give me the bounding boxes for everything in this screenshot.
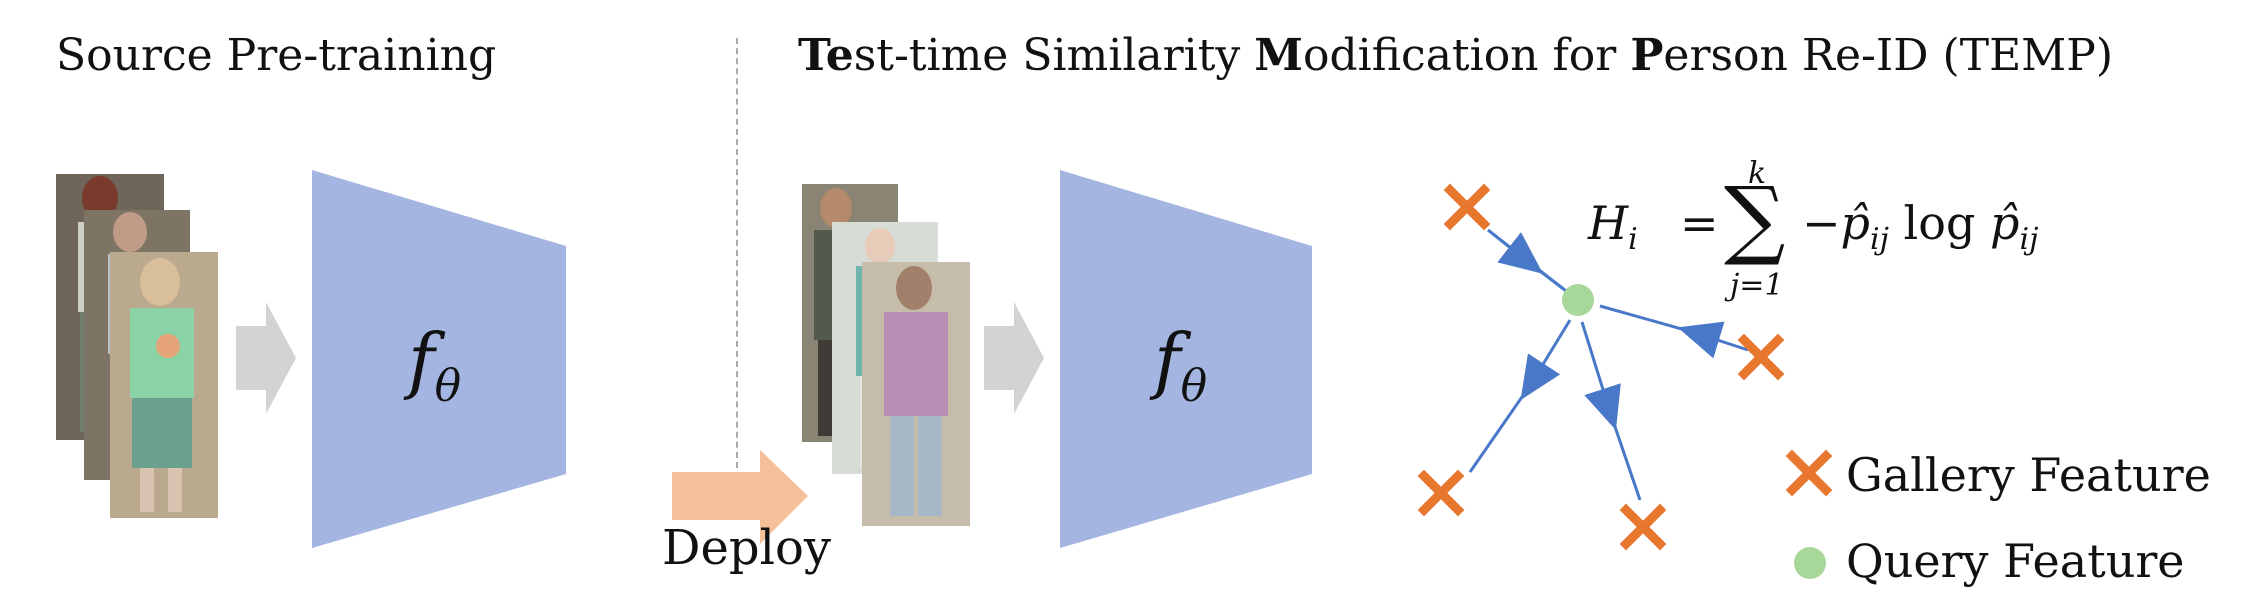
legend-query-icon <box>1794 547 1826 579</box>
temp-title-part: M <box>1254 30 1303 81</box>
gallery-feature-nodes <box>1417 183 1785 551</box>
source-model-label: fθ <box>408 318 462 412</box>
temp-title-part: P <box>1630 30 1664 81</box>
temp-title-part: st-time Similarity <box>853 30 1255 81</box>
similarity-edges <box>1468 228 1749 501</box>
gallery-x-1 <box>1443 183 1491 231</box>
target-model-label: fθ <box>1154 318 1208 412</box>
gallery-x-3 <box>1417 469 1465 517</box>
person-image-3 <box>110 252 218 518</box>
panel-divider <box>736 38 738 468</box>
target-person-image-3 <box>862 262 970 526</box>
legend-gallery-label: Gallery Feature <box>1846 448 2211 502</box>
edge-from-gallery-2 <box>1599 304 1749 359</box>
edge-to-gallery-4 <box>1580 321 1642 501</box>
gallery-x-2 <box>1737 333 1785 381</box>
target-model <box>1060 170 1312 548</box>
entropy-formula: Hi = k ∑ j=1 −p̂ij log p̂ij <box>1588 156 2039 303</box>
temp-title-part: Te <box>798 30 854 81</box>
sum-upper: k <box>1748 156 1767 191</box>
legend-query-label: Query Feature <box>1846 534 2185 588</box>
legend-gallery-icon <box>1785 449 1833 497</box>
edge-to-gallery-3 <box>1468 319 1572 473</box>
source-image-stack <box>56 174 218 518</box>
sum-lower: j=1 <box>1730 268 1784 303</box>
temp-title-part: erson Re-ID (TEMP) <box>1663 30 2114 81</box>
gallery-x-4 <box>1619 503 1667 551</box>
target-image-stack <box>802 184 970 526</box>
input-arrow-right <box>984 302 1044 414</box>
deploy-arrow <box>672 450 808 544</box>
source-model <box>312 170 566 548</box>
sum-symbol: ∑ <box>1724 169 1786 269</box>
temp-title: Test-time Similarity Modification for Pe… <box>798 30 2113 81</box>
deploy-label: Deploy <box>662 520 831 576</box>
edge-from-gallery-1 <box>1487 228 1571 296</box>
input-arrow-left <box>236 302 296 414</box>
query-feature-node <box>1562 284 1594 316</box>
pretraining-title: Source Pre-training <box>56 30 497 81</box>
temp-title-part: odification for <box>1302 30 1631 81</box>
